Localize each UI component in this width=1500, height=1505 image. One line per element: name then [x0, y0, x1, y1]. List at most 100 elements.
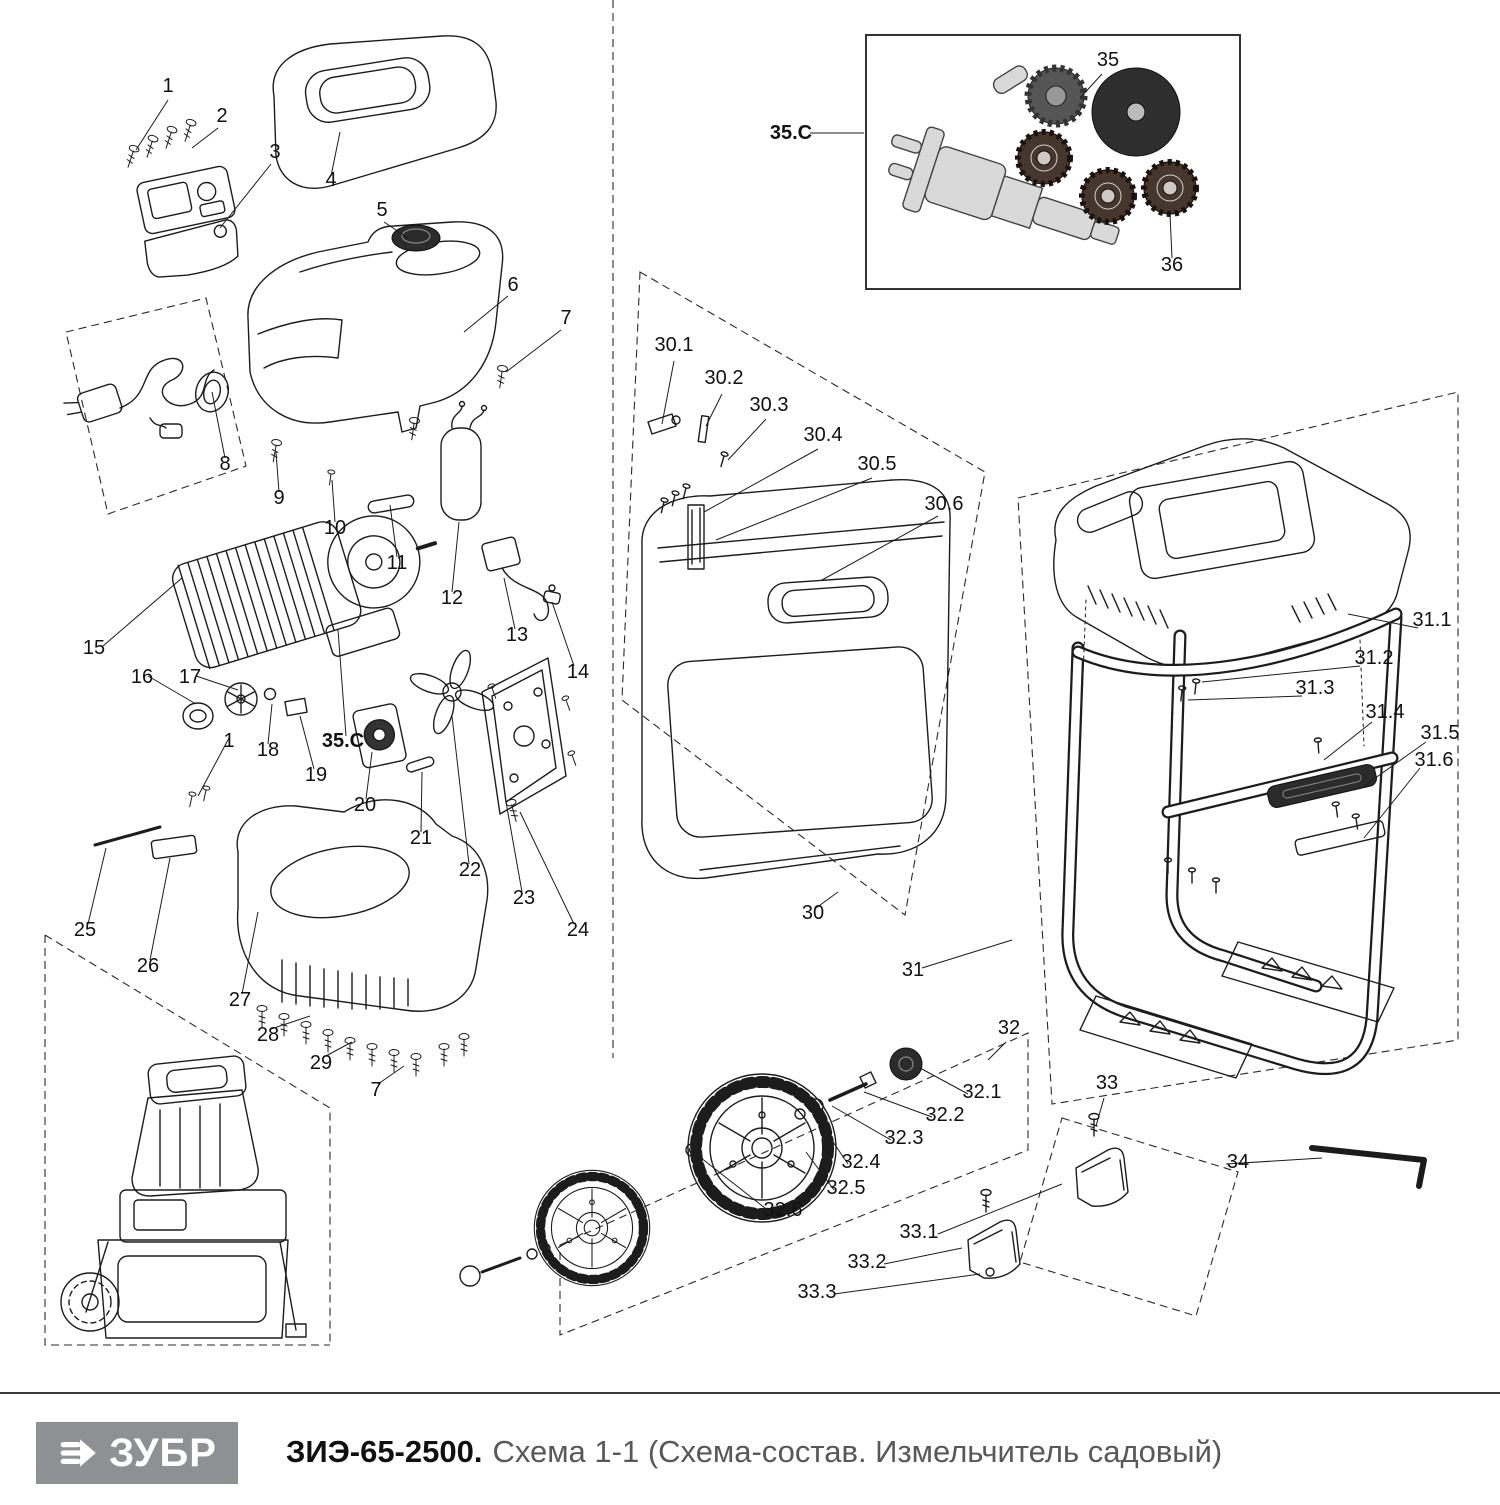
power-cord-art — [63, 357, 229, 439]
knob-art — [391, 224, 441, 252]
callout-31-1: 31.1 — [1413, 609, 1452, 631]
section-boundaries — [44, 0, 1459, 1346]
callout-26: 26 — [137, 955, 159, 977]
callout-8: 8 — [219, 453, 230, 475]
foot-caps-art — [967, 1112, 1129, 1279]
callout-33-2: 33.2 — [848, 1251, 887, 1273]
callout-10: 10 — [324, 517, 346, 539]
callout-32-1: 32.1 — [963, 1081, 1002, 1103]
callout-30-4: 30.4 — [804, 424, 843, 446]
capacitor-art — [440, 400, 488, 521]
impeller-art — [409, 649, 495, 735]
callout-20: 20 — [354, 794, 376, 816]
callout-1a: 1 — [162, 75, 173, 97]
callout-31-5: 31.5 — [1421, 722, 1460, 744]
zubr-logo: ЗУБР — [36, 1422, 238, 1484]
zubr-logo-icon — [60, 1439, 96, 1467]
callout-31-3: 31.3 — [1296, 677, 1335, 699]
callout-31: 31 — [902, 959, 924, 981]
grid-plate-art — [481, 657, 567, 815]
frame-cover-art — [1053, 438, 1411, 670]
schema-subtitle: Схема 1-1 (Схема-состав. Измельчитель са… — [492, 1434, 1223, 1469]
collector-bin-art — [641, 478, 951, 880]
callout-4: 4 — [325, 169, 336, 191]
frame-details-art — [1079, 599, 1395, 1079]
frame-tubes-art — [1061, 607, 1403, 1076]
callout-1b: 1 — [223, 730, 234, 752]
gearset-inset — [865, 34, 1241, 290]
callout-31-4: 31.4 — [1366, 701, 1405, 723]
callout-11: 11 — [387, 552, 408, 574]
callout-19: 19 — [305, 764, 327, 786]
rod-plate-art — [93, 825, 198, 860]
lower-housing-art — [236, 799, 489, 1012]
callout-32-3: 32.3 — [885, 1127, 924, 1149]
motor-art — [171, 515, 438, 670]
callout-27: 27 — [229, 989, 251, 1011]
brand-name: ЗУБР — [109, 1431, 217, 1475]
callout-6: 6 — [507, 274, 518, 296]
callout-12: 12 — [441, 587, 463, 609]
callout-23: 23 — [513, 887, 535, 909]
callout-7a: 7 — [560, 307, 571, 329]
callout-14: 14 — [567, 661, 589, 683]
callout-36: 36 — [1161, 254, 1183, 276]
callout-32-6: 32.6 — [764, 1199, 803, 1221]
callout-13: 13 — [506, 624, 528, 646]
callout-30-6: 30.6 — [925, 493, 964, 515]
callout-24: 24 — [567, 919, 589, 941]
callout-31-2: 31.2 — [1355, 647, 1394, 669]
bin-hardware-art — [647, 413, 730, 570]
callout-labels: 1 2 3 4 5 6 7 8 9 10 11 12 13 14 15 16 1… — [74, 49, 1460, 1303]
callout-31-6: 31.6 — [1415, 749, 1454, 771]
callout-7b: 7 — [370, 1079, 381, 1101]
top-cover-art — [272, 35, 497, 189]
callout-30-3: 30.3 — [750, 394, 789, 416]
callout-35c-a: 35.C — [322, 730, 364, 752]
callout-25: 25 — [74, 919, 96, 941]
callout-28: 28 — [257, 1024, 279, 1046]
callout-33-1: 33.1 — [900, 1221, 939, 1243]
gear-with-shaft-art — [992, 64, 1088, 128]
connector-clip-art — [481, 536, 562, 622]
model-number: ЗИЭ-65-2500. — [286, 1434, 483, 1469]
callout-22: 22 — [459, 859, 481, 881]
callout-32-5: 32.5 — [827, 1177, 866, 1199]
footer-divider — [0, 1392, 1500, 1394]
small-drive-parts-art — [182, 494, 435, 773]
callout-30-2: 30.2 — [705, 367, 744, 389]
callout-15: 15 — [83, 637, 105, 659]
callout-30-5: 30.5 — [858, 453, 897, 475]
footer: ЗУБР ЗИЭ-65-2500. Схема 1-1 (Схема-состав… — [0, 1392, 1500, 1500]
wheels-art — [459, 1047, 923, 1286]
callout-30: 30 — [802, 902, 824, 924]
callout-3: 3 — [269, 141, 280, 163]
callout-2: 2 — [216, 105, 227, 127]
callout-30-1: 30.1 — [655, 334, 694, 356]
document-title: ЗИЭ-65-2500. Схема 1-1 (Схема-состав. Изм… — [286, 1434, 1222, 1470]
callout-9: 9 — [273, 487, 284, 509]
callout-32-2: 32.2 — [926, 1104, 965, 1126]
hex-key-art — [1309, 1145, 1427, 1189]
callout-33: 33 — [1096, 1072, 1118, 1094]
disc-art — [1091, 67, 1181, 157]
upper-housing-art — [247, 221, 504, 433]
switch-module-art — [136, 165, 239, 278]
callout-32-4: 32.4 — [842, 1151, 881, 1173]
assembled-shredder-art — [60, 1055, 307, 1339]
callout-17: 17 — [179, 666, 201, 688]
callout-35c-b: 35.C — [770, 122, 812, 144]
callout-34: 34 — [1227, 1151, 1249, 1173]
callout-5: 5 — [376, 199, 387, 221]
callout-21: 21 — [410, 827, 432, 849]
callout-16: 16 — [131, 666, 153, 688]
callout-32: 32 — [998, 1017, 1020, 1039]
leader-lines — [87, 73, 1427, 1295]
callout-29: 29 — [310, 1052, 332, 1074]
fastener-screws — [122, 117, 580, 1077]
gears-art — [1015, 129, 1199, 225]
callout-35: 35 — [1097, 49, 1119, 71]
callout-33-3: 33.3 — [798, 1281, 837, 1303]
shaft-art — [888, 126, 1120, 245]
